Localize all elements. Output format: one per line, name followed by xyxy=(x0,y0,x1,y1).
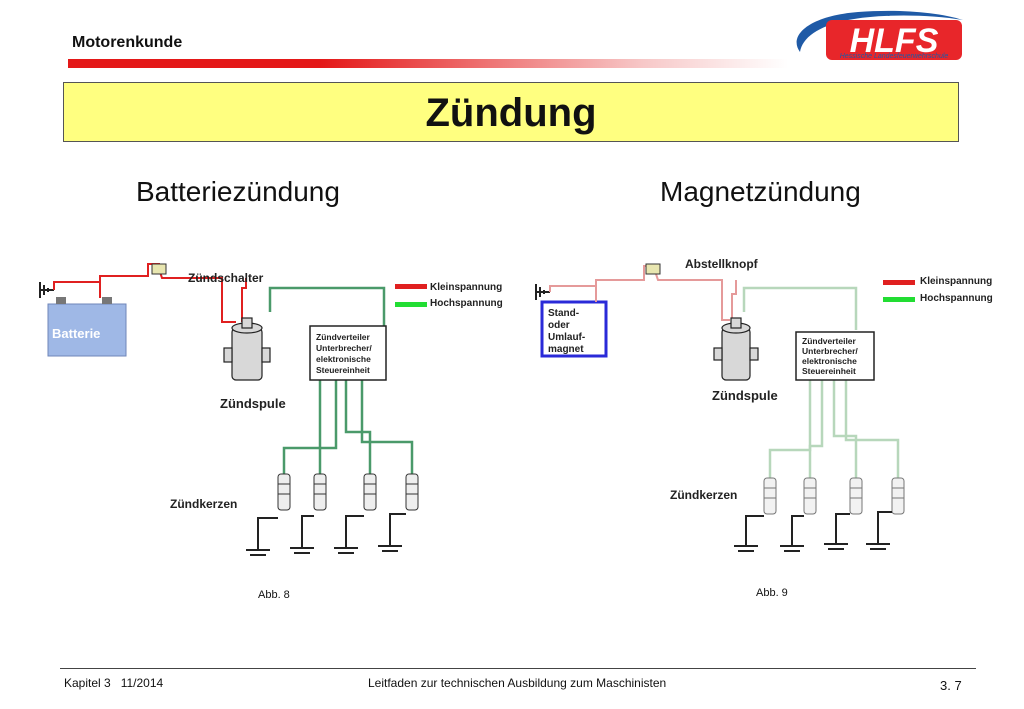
hlfs-logo: HLFS Hessische Landesfeuerwehrschule xyxy=(796,10,963,60)
legend-low-label: Kleinspannung xyxy=(920,276,992,287)
footer-title: Leitfaden zur technischen Ausbildung zum… xyxy=(368,676,667,690)
battery: Batterie xyxy=(47,297,127,357)
switch-label: Abstellknopf xyxy=(685,257,759,271)
distributor-label: Zündverteiler Unterbrecher/ elektronisch… xyxy=(316,332,374,375)
legend-high-swatch xyxy=(395,302,427,307)
legend-low-label: Kleinspannung xyxy=(430,282,502,293)
coil-label: Zündspule xyxy=(712,388,778,403)
ground-symbol xyxy=(39,282,54,298)
legend-high-swatch xyxy=(883,297,915,302)
footer-chapter: Kapitel 3 11/2014 xyxy=(64,676,164,690)
logo-text: HLFS xyxy=(850,22,939,60)
legend-low-swatch xyxy=(395,284,427,289)
figure-caption-9: Abb. 9 xyxy=(756,587,788,599)
distributor-box xyxy=(309,325,387,381)
plug-grounds xyxy=(734,511,892,552)
legend-high-label: Hochspannung xyxy=(430,298,503,309)
legend-low-swatch xyxy=(883,280,915,285)
ignition-switch xyxy=(151,263,167,275)
plug-grounds xyxy=(246,513,406,556)
magneto-ignition-diagram: Stand- oder Umlauf- magnet Abstellknopf … xyxy=(535,257,993,552)
page-title: Zündung xyxy=(425,91,597,135)
plugs-label: Zündkerzen xyxy=(170,497,237,511)
footer-divider xyxy=(60,668,976,669)
spark-plugs xyxy=(277,473,419,511)
heading-magneto-ignition: Magnetzündung xyxy=(660,176,861,207)
heading-battery-ignition: Batteriezündung xyxy=(136,176,340,207)
ignition-coil xyxy=(713,317,759,381)
battery-ignition-diagram: Batterie Zündschalter Kleinspannung Hoch… xyxy=(39,263,503,556)
header-divider xyxy=(68,59,788,68)
ground-symbol xyxy=(535,284,550,300)
title-banner xyxy=(63,82,959,142)
magnet-label: Stand- oder Umlauf- magnet xyxy=(548,308,588,355)
switch-label: Zündschalter xyxy=(188,271,264,285)
distributor-label: Zündverteiler Unterbrecher/ elektronisch… xyxy=(802,336,860,376)
section-title: Motorenkunde xyxy=(72,34,183,51)
figure-caption-8: Abb. 8 xyxy=(258,589,290,601)
stop-button xyxy=(645,263,661,275)
high-voltage-wires xyxy=(268,286,414,474)
magnet-box xyxy=(540,300,608,358)
battery-label: Batterie xyxy=(52,326,100,341)
spark-plugs xyxy=(763,477,905,515)
high-voltage-wires xyxy=(742,286,900,478)
page-number: 3. 7 xyxy=(940,678,962,693)
coil-label: Zündspule xyxy=(220,396,286,411)
ignition-coil xyxy=(223,317,271,381)
logo-subtitle: Hessische Landesfeuerwehrschule xyxy=(840,53,949,60)
plugs-label: Zündkerzen xyxy=(670,488,737,502)
legend-high-label: Hochspannung xyxy=(920,293,993,304)
distributor-box xyxy=(795,331,875,381)
